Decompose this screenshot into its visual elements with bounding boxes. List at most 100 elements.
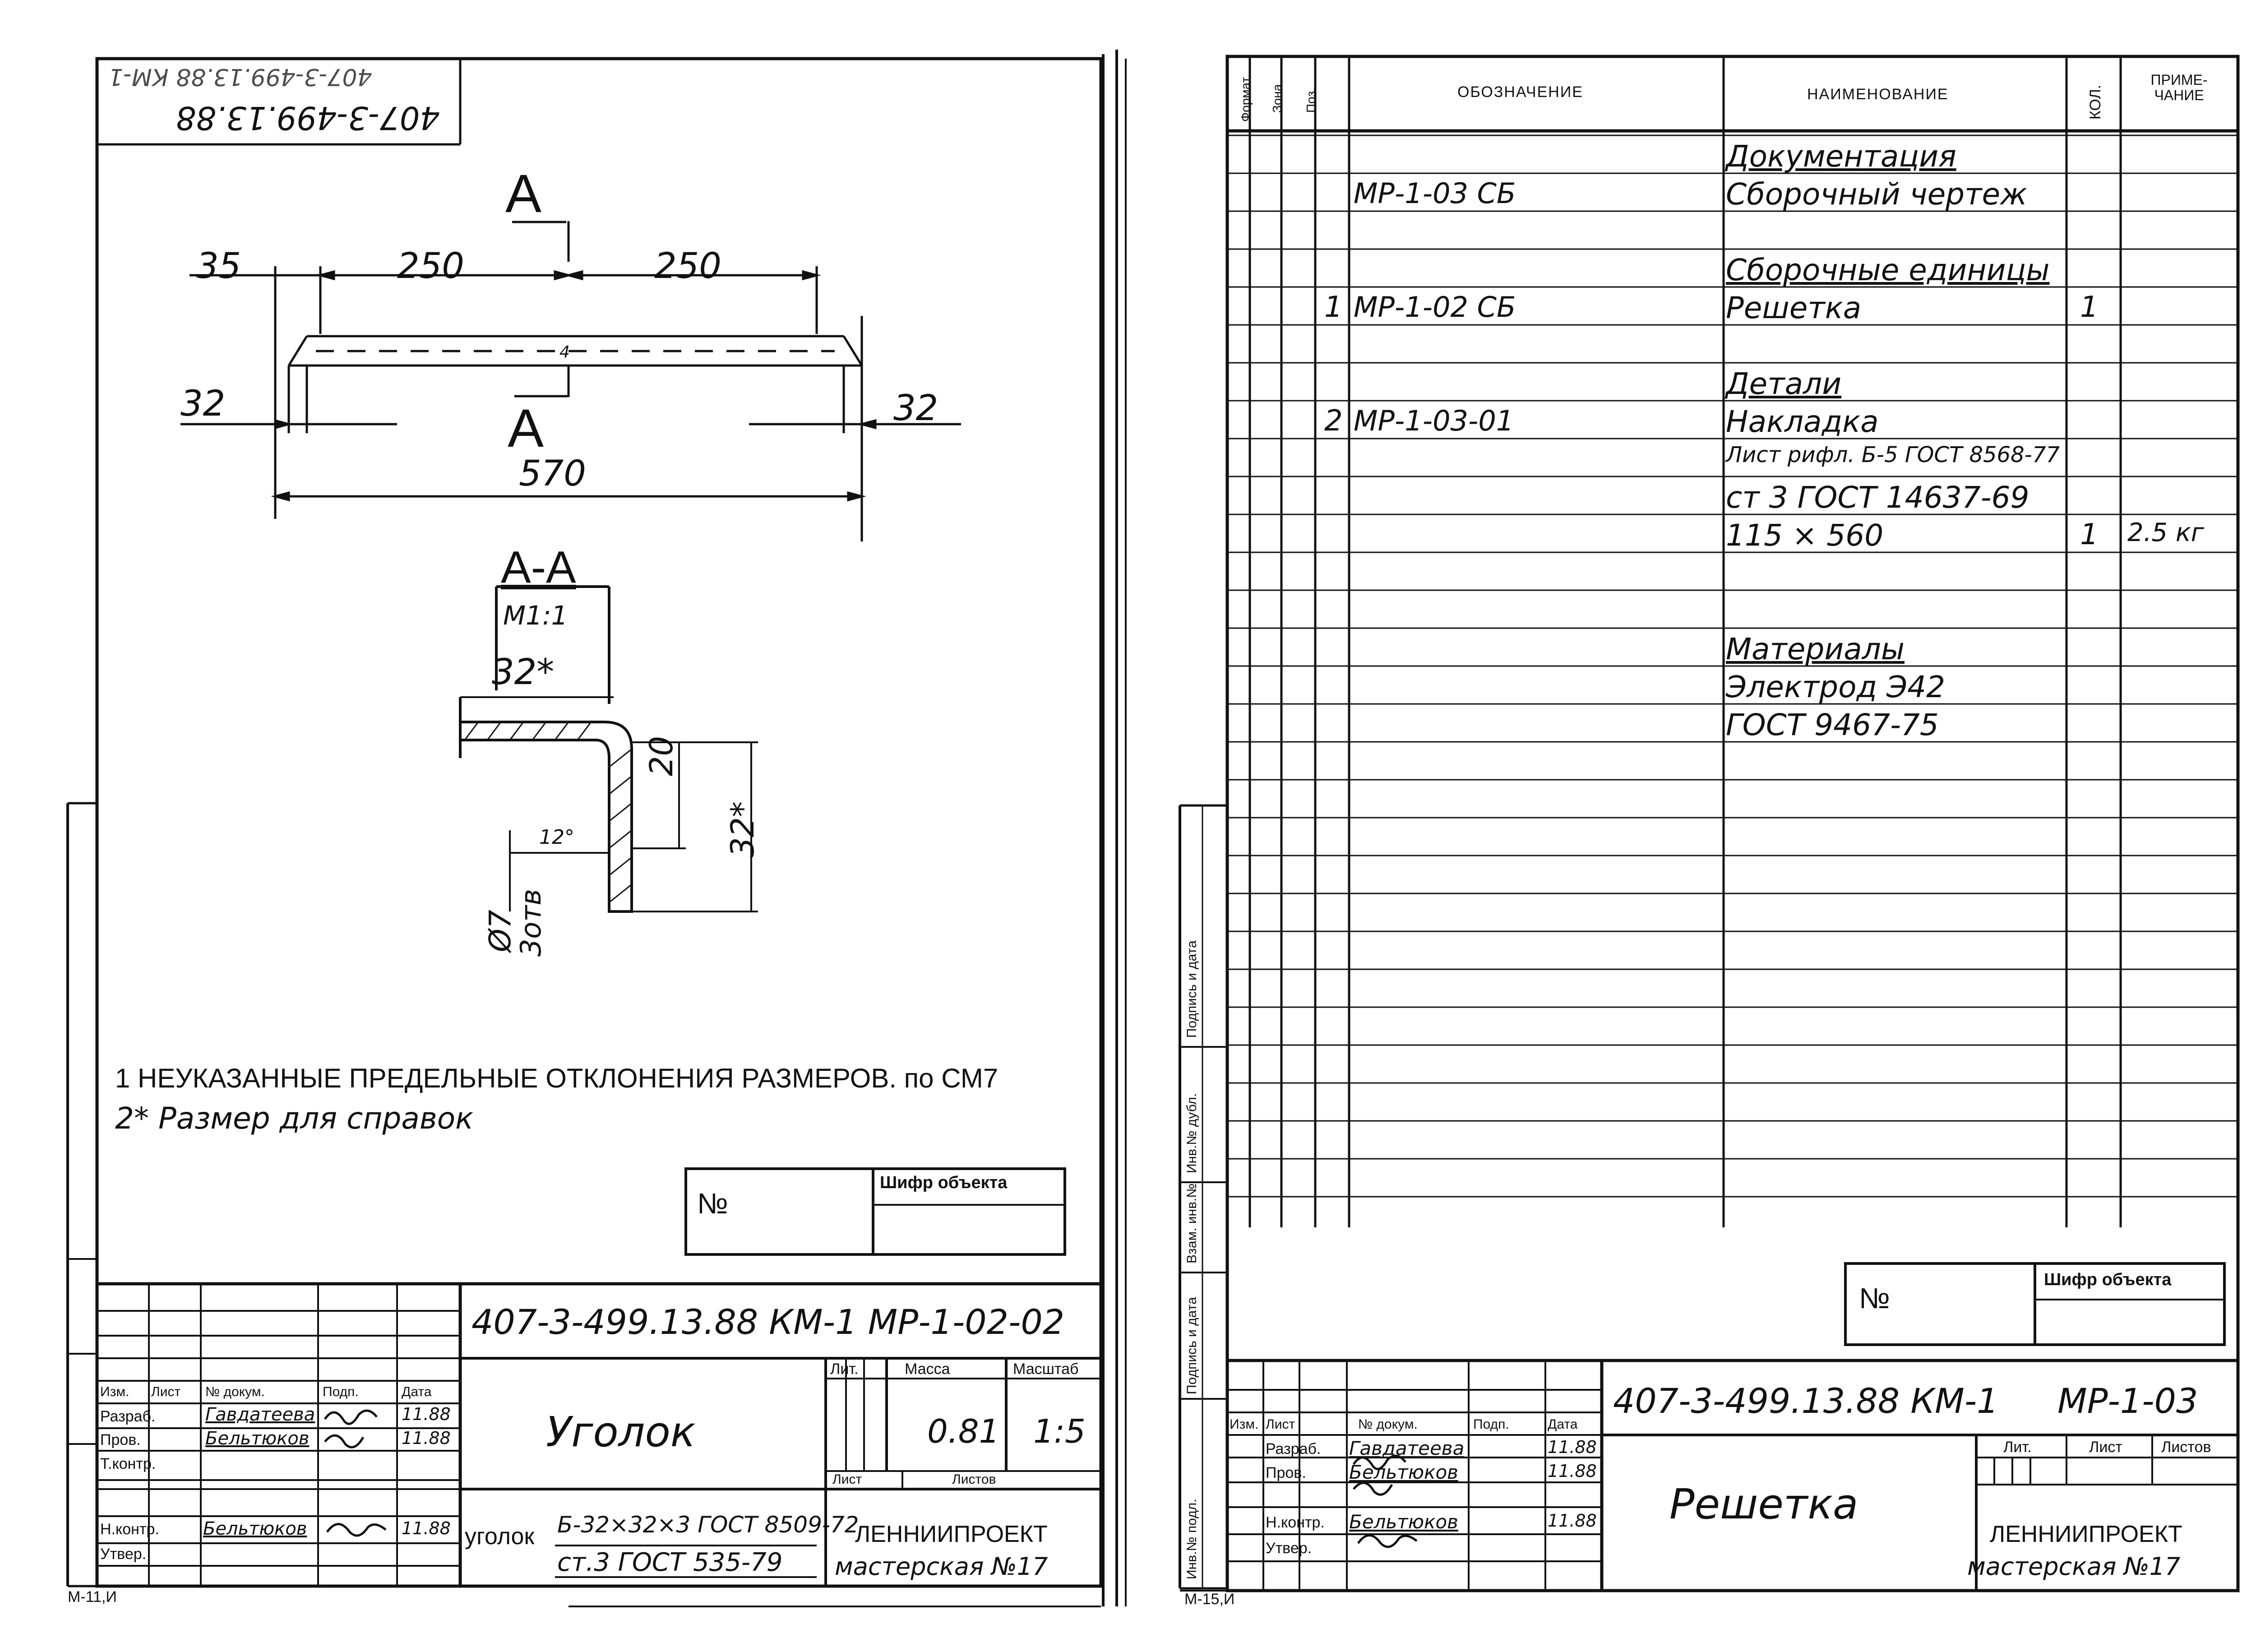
right-hdr-date: Дата: [1548, 1417, 1578, 1432]
spec-hdr-note: ПРИМЕ-ЧАНИЕ: [2150, 72, 2208, 103]
spec-hdr-qty: КОЛ.: [2087, 84, 2104, 120]
num-box-code: Шифр объекта: [880, 1173, 1008, 1192]
right-org2: мастерская №17: [1967, 1552, 2181, 1581]
left-date-3: 11.88: [402, 1518, 451, 1538]
spec-cell-code: МР-1-03-01: [1354, 404, 1514, 437]
side-label-2: Взам. инв.№: [1184, 1183, 1199, 1263]
dim-32-left: 32: [180, 384, 226, 424]
left-role-4: Утвер.: [100, 1546, 147, 1563]
left-hdr-date: Дата: [402, 1384, 432, 1399]
spec-cell-name: 115 × 560: [1726, 518, 1884, 553]
spec-cell-name: Документация: [1726, 139, 1956, 174]
note-2: 2* Размер для справок: [115, 1101, 473, 1136]
left-role-0: Разраб.: [100, 1408, 156, 1425]
left-role-1: Пров.: [100, 1431, 141, 1448]
side-label-3: Инв.№ дубл.: [1184, 1093, 1199, 1173]
right-date-3: 11.88: [1548, 1511, 1597, 1531]
dim-35: 35: [196, 246, 241, 287]
left-scale: 1:5: [1033, 1412, 1086, 1450]
left-date-0: 11.88: [402, 1404, 451, 1424]
right-doc-code: 407-3-499.13.88 КМ-1: [1613, 1381, 1999, 1421]
spec-cell-pos: 2: [1324, 404, 1343, 438]
spec-cell-name: Электрод Э42: [1726, 670, 1946, 704]
right-name-0: Гавдатеева: [1349, 1437, 1465, 1459]
spec-cell-name: Накладка: [1726, 404, 1879, 439]
spec-cell-code: МР-1-02 СБ: [1354, 291, 1516, 324]
left-scale-label: Масштаб: [1013, 1360, 1079, 1378]
left-hdr-doc: № докум.: [205, 1384, 265, 1399]
left-sheets-label: Листов: [952, 1472, 996, 1487]
right-format: М-15,И: [1184, 1591, 1235, 1608]
dim-250-left: 250: [397, 246, 464, 287]
right-date-1: 11.88: [1548, 1461, 1597, 1481]
dim-32-right: 32: [893, 388, 938, 429]
left-material-name: уголок: [465, 1523, 535, 1550]
left-org1: ЛЕННИИПРОЕКТ: [855, 1521, 1048, 1547]
right-doc-part: МР-1-03: [2057, 1381, 2198, 1421]
right-role-3: Н.контр.: [1266, 1514, 1325, 1531]
spec-cell-name: Сборочный чертеж: [1726, 177, 2027, 212]
spec-cell-name: Материалы: [1726, 632, 1905, 666]
spec-hdr-pos: Поз.: [1304, 88, 1318, 113]
num-box-no: №: [697, 1187, 728, 1220]
left-material-bottom: ст.3 ГОСТ 535-79: [557, 1548, 783, 1577]
right-hdr-izm: Изм.: [1230, 1417, 1259, 1432]
angle-dim-angle: 12°: [539, 826, 574, 849]
side-label-1: Подпись и дата: [1184, 1297, 1199, 1394]
right-hdr-sign: Подп.: [1473, 1417, 1509, 1432]
left-name-0: Гавдатеева: [205, 1404, 315, 1425]
right-title: Решетка: [1669, 1480, 1858, 1528]
left-org2: мастерская №17: [835, 1552, 1048, 1581]
spec-hdr-format: Формат: [1239, 77, 1253, 122]
spec-cell-name: ст 3 ГОСТ 14637-69: [1726, 480, 2029, 515]
left-sheet-label: Лист: [832, 1472, 862, 1487]
right-role-4: Утвер.: [1266, 1540, 1312, 1557]
left-mass-label: Масса: [905, 1360, 950, 1378]
angle-dim-top: 32*: [492, 652, 555, 693]
right-role-0: Разраб.: [1266, 1440, 1321, 1458]
left-doc-code: 407-3-499.13.88 КМ-1 МР-1-02-02: [472, 1302, 1065, 1342]
side-label-0: Инв.№ подл.: [1184, 1499, 1199, 1579]
spec-hdr-code: ОБОЗНАЧЕНИЕ: [1457, 83, 1583, 101]
left-mass: 0.81: [927, 1412, 1000, 1450]
right-org1: ЛЕННИИПРОЕКТ: [1990, 1521, 2182, 1547]
left-hdr-izm: Изм.: [100, 1384, 129, 1399]
left-role-3: Н.контр.: [100, 1521, 159, 1538]
right-name-3: Бельтюков: [1349, 1511, 1458, 1533]
right-num-box-no: №: [1859, 1282, 1890, 1314]
section-letter-top: А: [505, 163, 542, 224]
section-letter-bottom: А: [508, 398, 544, 458]
dim-570: 570: [519, 453, 586, 494]
spec-cell-name: Лист рифл. Б-5 ГОСТ 8568-77: [1726, 442, 2060, 467]
right-role-1: Пров.: [1266, 1464, 1306, 1481]
spec-cell-name: Сборочные единицы: [1726, 253, 2050, 287]
spec-cell-name: Решетка: [1726, 291, 1862, 325]
left-name-1: Бельтюков: [205, 1428, 310, 1449]
weld-mark: 4: [559, 343, 570, 361]
spec-cell-qty: 1: [2080, 291, 2099, 324]
section-scale: М1:1: [503, 600, 568, 631]
section-label: А-А: [501, 542, 576, 592]
note-1: 1 НЕУКАЗАННЫЕ ПРЕДЕЛЬНЫЕ ОТКЛОНЕНИЯ РАЗМ…: [115, 1063, 999, 1093]
right-num-box-code: Шифр объекта: [2044, 1270, 2172, 1289]
dim-250-right: 250: [654, 246, 721, 287]
left-name-3: Бельтюков: [203, 1518, 307, 1539]
left-date-1: 11.88: [402, 1428, 451, 1448]
left-hdr-sign: Подп.: [323, 1384, 359, 1399]
right-name-1: Бельтюков: [1349, 1461, 1458, 1483]
spec-cell-name: ГОСТ 9467-75: [1726, 708, 1939, 742]
spec-cell-note: 2.5 кг: [2127, 518, 2205, 547]
spec-cell-qty: 1: [2080, 518, 2099, 551]
left-title: Уголок: [546, 1408, 696, 1456]
right-lit-label: Лит.: [2003, 1439, 2032, 1456]
spec-hdr-name: НАИМЕНОВАНИЕ: [1807, 86, 1949, 103]
right-hdr-list: Лист: [1266, 1417, 1295, 1432]
spec-cell-pos: 1: [1324, 291, 1343, 324]
right-hdr-doc: № докум.: [1358, 1417, 1418, 1432]
left-lit-label: Лит.: [830, 1360, 859, 1378]
left-format: М-11,И: [68, 1588, 117, 1606]
spec-cell-name: Детали: [1726, 366, 1842, 401]
spec-cell-code: МР-1-03 СБ: [1354, 177, 1516, 210]
